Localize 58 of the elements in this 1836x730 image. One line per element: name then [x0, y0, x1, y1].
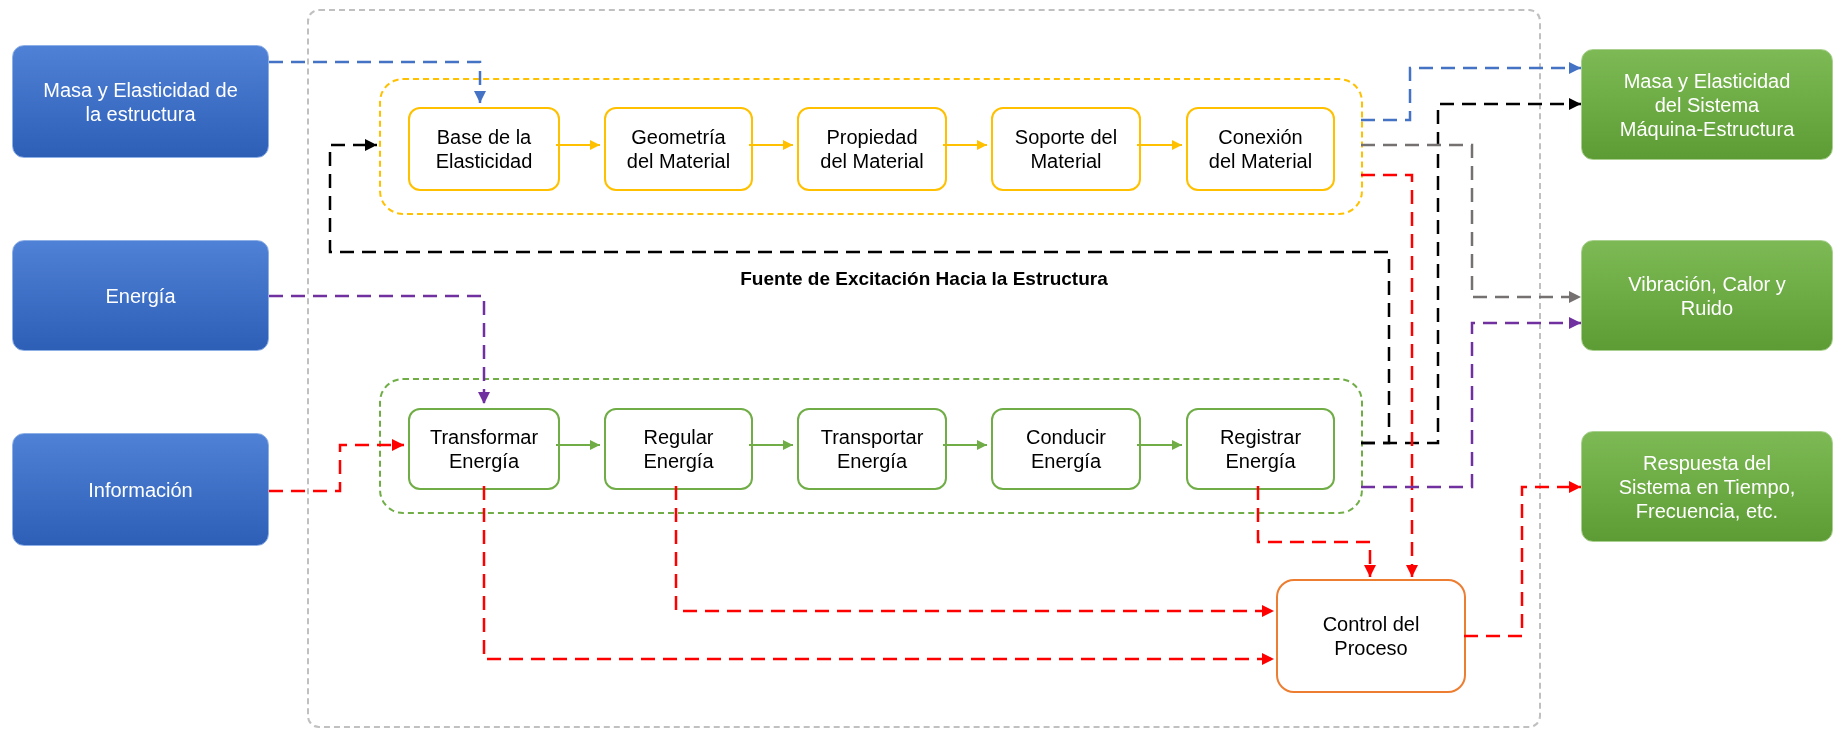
- arrow: [1136, 440, 1183, 450]
- node-label: Información: [87, 477, 194, 502]
- arrow: [1361, 316, 1581, 489]
- input-box: [12, 240, 269, 351]
- process-box: [604, 107, 753, 191]
- node-label: Transformar Energía: [428, 425, 540, 473]
- process-box: [604, 408, 753, 490]
- node-label: Energía: [104, 283, 177, 308]
- arrow: [1136, 140, 1183, 150]
- node-label: Geometría del Material: [625, 125, 732, 173]
- node-label: Masa y Elasticidad de la estructura: [42, 77, 239, 126]
- arrow: [1464, 480, 1581, 638]
- arrow: [674, 486, 1274, 618]
- output-box: [1581, 240, 1833, 351]
- node-label: Soporte del Material: [1013, 125, 1119, 173]
- process-box: [991, 408, 1141, 490]
- node-label: Respuesta del Sistema en Tiempo, Frecuencia, etc.: [1617, 450, 1797, 523]
- node-label: Base de la Elasticidad: [434, 125, 534, 173]
- node-label: Regular Energía: [642, 425, 715, 473]
- arrow: [555, 140, 601, 150]
- arrow: [1361, 143, 1581, 304]
- input-box: [12, 433, 269, 546]
- system-boundary: [307, 9, 1541, 728]
- group-title: Fuente de Excitación Hacia la Estructura: [739, 268, 1109, 291]
- node-label: Masa y Elasticidad del Sistema Máquina-Estructura: [1618, 68, 1796, 141]
- group-box: [379, 78, 1363, 215]
- process-box: [991, 107, 1141, 191]
- arrow: [942, 440, 988, 450]
- arrow: [482, 486, 1274, 666]
- arrow: [555, 440, 601, 450]
- node-label: Conducir Energía: [1024, 425, 1107, 473]
- node-label: Vibración, Calor y Ruido: [1627, 271, 1787, 320]
- process-box: [408, 107, 560, 191]
- process-box: [408, 408, 560, 490]
- output-box: [1581, 49, 1833, 160]
- arrow: [269, 438, 404, 493]
- control-box: [1276, 579, 1466, 693]
- arrow: [748, 140, 794, 150]
- node-label: Propiedad del Material: [819, 125, 925, 173]
- node-label: Registrar Energía: [1218, 425, 1303, 473]
- output-box: [1581, 431, 1833, 542]
- arrow: [1361, 173, 1419, 577]
- group-box: [379, 378, 1363, 514]
- arrow: [269, 60, 487, 103]
- arrow: [269, 294, 491, 404]
- arrow: [748, 440, 794, 450]
- input-box: [12, 45, 269, 158]
- arrow: [1361, 61, 1581, 122]
- process-box: [1186, 408, 1335, 490]
- node-label: Transportar Energía: [819, 425, 925, 473]
- arrow: [1256, 486, 1377, 577]
- process-box: [1186, 107, 1335, 191]
- process-box: [797, 408, 947, 490]
- node-label: Control del Proceso: [1321, 612, 1421, 660]
- arrow: [942, 140, 988, 150]
- node-label: Conexión del Material: [1207, 125, 1314, 173]
- arrow: [328, 138, 1391, 445]
- process-box: [797, 107, 947, 191]
